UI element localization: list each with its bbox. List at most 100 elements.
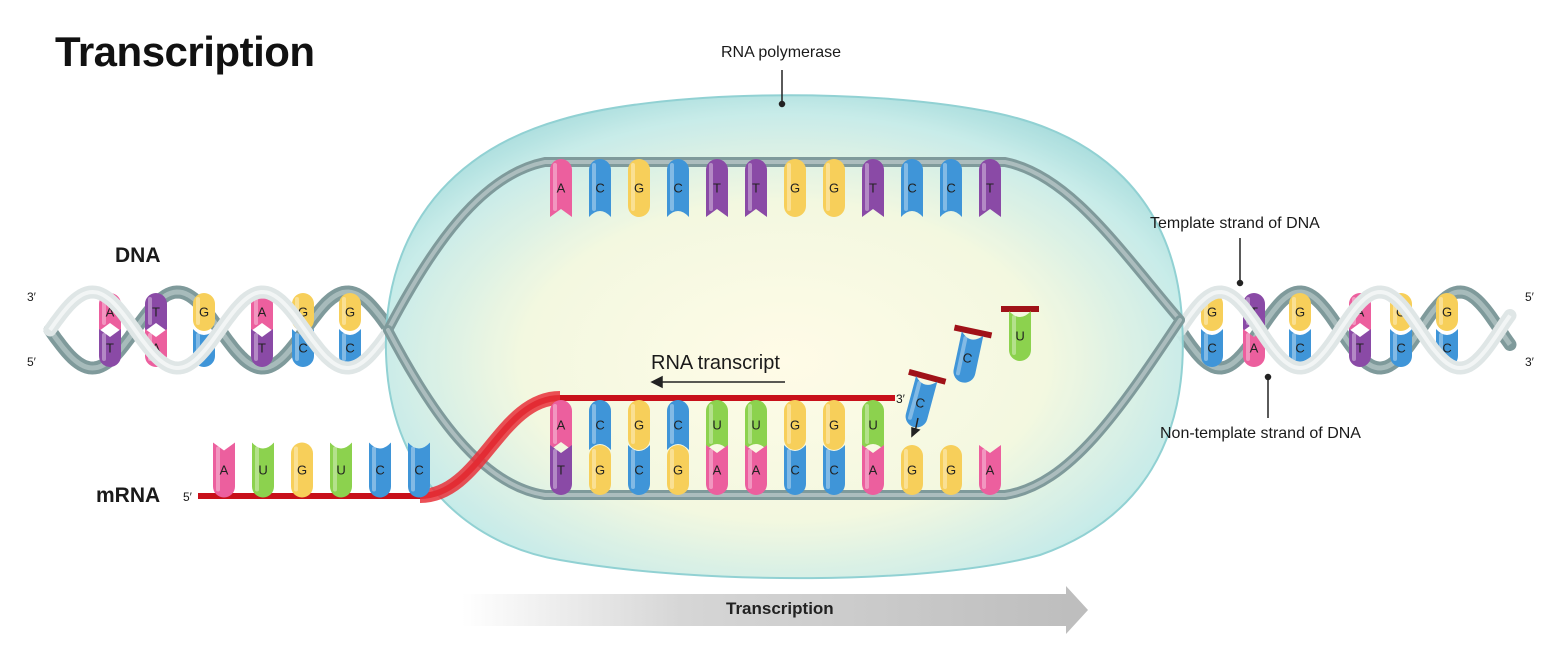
base-letter-C: C <box>907 181 916 196</box>
free-base-C: C <box>905 375 938 428</box>
template-strand-label: Template strand of DNA <box>1150 215 1320 232</box>
non-template-base-T: T <box>862 159 884 217</box>
base-letter-T: T <box>869 181 877 196</box>
base-letter-A: A <box>986 463 995 478</box>
transcription-arrow-label: Transcription <box>726 599 834 618</box>
base-letter-G: G <box>199 305 209 320</box>
right-bottom-end-label: 3′ <box>1525 355 1534 369</box>
rna-strand <box>198 391 895 503</box>
right-helix-top-base-G: G <box>1436 293 1458 331</box>
rna-base-U: U <box>862 400 884 450</box>
free-base-U: U <box>1009 311 1031 361</box>
rna-base-C: C <box>589 400 611 450</box>
template-base-A: A <box>706 445 728 495</box>
base-letter-G: G <box>790 418 800 433</box>
left-top-end-label: 3′ <box>27 290 36 304</box>
base-letter-T: T <box>752 181 760 196</box>
rna-transcript-label: RNA transcript <box>651 352 780 374</box>
base-letter-A: A <box>220 463 229 478</box>
mrna-base-U: U <box>252 442 274 498</box>
base-letter-U: U <box>712 418 721 433</box>
base-letter-A: A <box>557 181 566 196</box>
base-letter-U: U <box>1015 329 1024 344</box>
right-helix-top-base-G: G <box>1289 293 1311 331</box>
base-letter-G: G <box>595 463 605 478</box>
dna-label: DNA <box>115 244 161 267</box>
base-letter-A: A <box>713 463 722 478</box>
non-template-base-A: A <box>550 159 572 217</box>
non-template-base-G: G <box>823 159 845 217</box>
left-helix-top-base-G: G <box>193 293 215 331</box>
free-base-C: C <box>953 331 984 383</box>
template-base-C: C <box>628 445 650 495</box>
mrna-base-C: C <box>369 442 391 498</box>
base-letter-C: C <box>634 463 643 478</box>
right-helix-bottom-base-C: C <box>1390 329 1412 367</box>
base-letter-C: C <box>375 463 384 478</box>
base-letter-G: G <box>345 305 355 320</box>
template-base-A: A <box>862 445 884 495</box>
template-base-G: G <box>901 445 923 495</box>
left-helix-top-base-A: A <box>251 293 273 331</box>
template-base-G: G <box>589 445 611 495</box>
left-bottom-end-label: 5′ <box>27 355 36 369</box>
non-template-base-T: T <box>706 159 728 217</box>
right-top-end-label: 5′ <box>1525 290 1534 304</box>
left-helix-bottom-base-T: T <box>99 329 121 367</box>
base-letter-A: A <box>258 305 267 320</box>
rna-base-A: A <box>550 400 572 450</box>
right-backbone-b <box>1173 285 1517 375</box>
base-letter-A: A <box>106 305 115 320</box>
base-letter-C: C <box>595 418 604 433</box>
rna-base-G: G <box>823 400 845 450</box>
left-helix-bottom-base-T: T <box>251 329 273 367</box>
base-letter-G: G <box>634 181 644 196</box>
base-letter-C: C <box>345 341 354 356</box>
template-base-C: C <box>823 445 845 495</box>
base-letter-T: T <box>557 463 565 478</box>
base-letter-A: A <box>752 463 761 478</box>
left-helix-bottom-base-C: C <box>339 329 361 367</box>
template-base-C: C <box>784 445 806 495</box>
non-template-base-C: C <box>940 159 962 217</box>
base-letter-A: A <box>557 418 566 433</box>
rna-base-G: G <box>628 400 650 450</box>
mrna-base-U: U <box>330 442 352 498</box>
base-letter-U: U <box>258 463 267 478</box>
template-base-T: T <box>550 445 572 495</box>
mrna-base-A: A <box>213 442 235 498</box>
rna-base-G: G <box>784 400 806 450</box>
base-letter-C: C <box>1396 341 1405 356</box>
base-letter-G: G <box>1207 305 1217 320</box>
template-base-G: G <box>667 445 689 495</box>
transcription-direction-arrow <box>462 586 1088 634</box>
base-letter-G: G <box>829 418 839 433</box>
base-letter-C: C <box>673 181 682 196</box>
non-template-base-G: G <box>784 159 806 217</box>
base-letter-A: A <box>869 463 878 478</box>
non-template-strand-label: Non-template strand of DNA <box>1160 425 1361 442</box>
base-letter-G: G <box>907 463 917 478</box>
base-letter-C: C <box>790 463 799 478</box>
non-template-base-C: C <box>667 159 689 217</box>
base-letter-C: C <box>673 418 682 433</box>
non-template-base-C: C <box>901 159 923 217</box>
open-bubble-strands <box>383 157 1185 500</box>
non-template-base-G: G <box>628 159 650 217</box>
base-letter-T: T <box>1356 341 1364 356</box>
non-template-base-C: C <box>589 159 611 217</box>
base-letter-C: C <box>961 350 973 367</box>
non-template-base-T: T <box>745 159 767 217</box>
base-letter-C: C <box>1295 341 1304 356</box>
base-letter-C: C <box>914 394 927 411</box>
left-helix-top-base-T: T <box>145 293 167 331</box>
base-letter-T: T <box>152 305 160 320</box>
base-letter-G: G <box>297 463 307 478</box>
base-letter-A: A <box>1250 341 1259 356</box>
rna-polymerase-label: RNA polymerase <box>721 44 842 61</box>
base-letter-T: T <box>106 341 114 356</box>
mrna-base-G: G <box>291 442 313 498</box>
base-letter-G: G <box>829 181 839 196</box>
right-helix-bottom-base-T: T <box>1349 329 1371 367</box>
